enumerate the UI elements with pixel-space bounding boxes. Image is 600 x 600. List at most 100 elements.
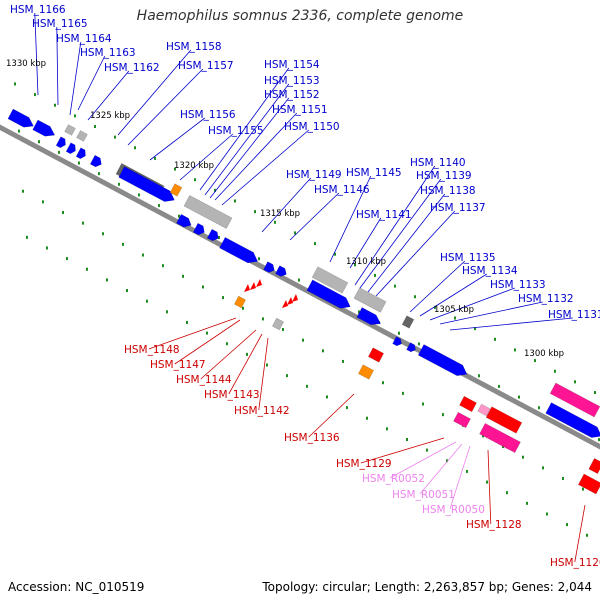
gene-label[interactable]: HSM_1166 (10, 4, 66, 16)
tick-mark (302, 338, 304, 342)
gene-label[interactable]: HSM_R0052 (362, 473, 425, 485)
label-leader (487, 449, 492, 525)
gene-feature (219, 236, 259, 264)
label-leader (204, 83, 290, 196)
label-leader (258, 337, 269, 411)
gene-label[interactable]: HSM_1137 (430, 202, 486, 214)
tick-mark (514, 348, 516, 352)
tick-mark (74, 114, 76, 118)
label-leader (360, 437, 445, 464)
tick-mark (134, 146, 136, 150)
gene-label[interactable]: HSM_1144 (176, 374, 232, 386)
gene-feature (256, 279, 262, 287)
gene-label[interactable]: HSM_1154 (264, 59, 320, 71)
tick-mark (294, 231, 296, 235)
gene-label[interactable]: HSM_1133 (490, 279, 546, 291)
gene-label[interactable]: HSM_1142 (234, 405, 290, 417)
kbp-marker: 1300 kbp (524, 349, 564, 359)
tick-mark (222, 296, 224, 300)
gene-feature (578, 473, 600, 495)
gene-label[interactable]: HSM_R0051 (392, 489, 455, 501)
label-leader (409, 260, 466, 313)
gene-label[interactable]: HSM_1158 (166, 41, 222, 53)
label-leader (375, 210, 456, 297)
label-leader (56, 26, 59, 106)
label-leader (367, 193, 446, 293)
gene-label[interactable]: HSM_1136 (284, 432, 340, 444)
gene-feature (549, 382, 600, 418)
gene-feature (272, 317, 284, 331)
gene-label[interactable]: HSM_1149 (286, 169, 342, 181)
gene-label[interactable]: HSM_1141 (356, 209, 412, 221)
gene-label[interactable]: HSM_1146 (314, 184, 370, 196)
gene-label[interactable]: HSM_1140 (410, 157, 466, 169)
gene-label[interactable]: HSM_1129 (336, 458, 392, 470)
tick-mark (86, 267, 88, 271)
gene-label[interactable]: HSM_1128 (466, 519, 522, 531)
tick-mark (358, 310, 360, 314)
gene-label[interactable]: HSM_1150 (284, 121, 340, 133)
label-leader (179, 133, 234, 181)
gene-label[interactable]: HSM_1162 (104, 62, 160, 74)
gene-label[interactable]: HSM_1157 (178, 60, 234, 72)
gene-label[interactable]: HSM_1138 (420, 185, 476, 197)
tick-mark (562, 476, 564, 480)
gene-feature (353, 287, 387, 313)
gene-label[interactable]: HSM_1147 (150, 359, 206, 371)
tick-mark (478, 374, 480, 378)
tick-mark (422, 402, 424, 406)
gene-label[interactable]: HSM_1148 (124, 344, 180, 356)
gene-feature (406, 342, 416, 353)
gene-label[interactable]: HSM_1153 (264, 75, 320, 87)
tick-mark (382, 381, 384, 385)
gene-feature (169, 183, 183, 197)
tick-mark (322, 349, 324, 353)
gene-label[interactable]: HSM_1155 (208, 125, 264, 137)
gene-feature (89, 154, 102, 168)
gene-label[interactable]: HSM_1151 (272, 104, 328, 116)
gene-label[interactable]: HSM_1145 (346, 167, 402, 179)
label-leader (199, 67, 290, 191)
tick-mark (286, 374, 288, 378)
tick-mark (366, 416, 368, 420)
gene-label[interactable]: HSM_1126 (550, 557, 600, 569)
label-leader (389, 441, 457, 479)
tick-mark (582, 487, 584, 491)
label-leader (419, 443, 463, 495)
gene-feature (417, 344, 468, 377)
gene-label[interactable]: HSM_1131 (548, 309, 600, 321)
gene-label[interactable]: HSM_1139 (416, 170, 472, 182)
gene-label[interactable]: HSM_1156 (180, 109, 236, 121)
gene-label[interactable]: HSM_1134 (462, 265, 518, 277)
label-leaders (34, 12, 586, 563)
tick-mark (106, 278, 108, 282)
tick-mark (26, 235, 28, 239)
gene-label[interactable]: HSM_1165 (32, 18, 88, 30)
tick-mark (178, 214, 180, 218)
gene-label[interactable]: HSM_1152 (264, 89, 320, 101)
tick-mark (174, 167, 176, 171)
gene-feature (75, 147, 86, 160)
tick-mark (58, 150, 60, 154)
gene-label[interactable]: HSM_1132 (518, 293, 574, 305)
gene-label[interactable]: HSM_1135 (440, 252, 496, 264)
tick-mark (374, 273, 376, 277)
gene-label[interactable]: HSM_1163 (80, 47, 136, 59)
gene-label[interactable]: HSM_1164 (56, 33, 112, 45)
gene-label[interactable]: HSM_R0050 (422, 504, 485, 516)
gene-feature (356, 307, 381, 325)
tick-mark (262, 317, 264, 321)
gene-feature (263, 261, 275, 273)
label-leader (34, 12, 39, 96)
gene-feature (118, 166, 175, 202)
tick-mark (118, 182, 120, 186)
tick-mark (42, 200, 44, 204)
tick-mark (566, 523, 568, 527)
gene-feature (292, 294, 298, 302)
gene-feature (76, 130, 88, 142)
label-leader (77, 55, 106, 111)
genome-title: Haemophilus somnus 2336, complete genome (136, 8, 464, 24)
tick-mark (498, 384, 500, 388)
gene-label[interactable]: HSM_1143 (204, 389, 260, 401)
